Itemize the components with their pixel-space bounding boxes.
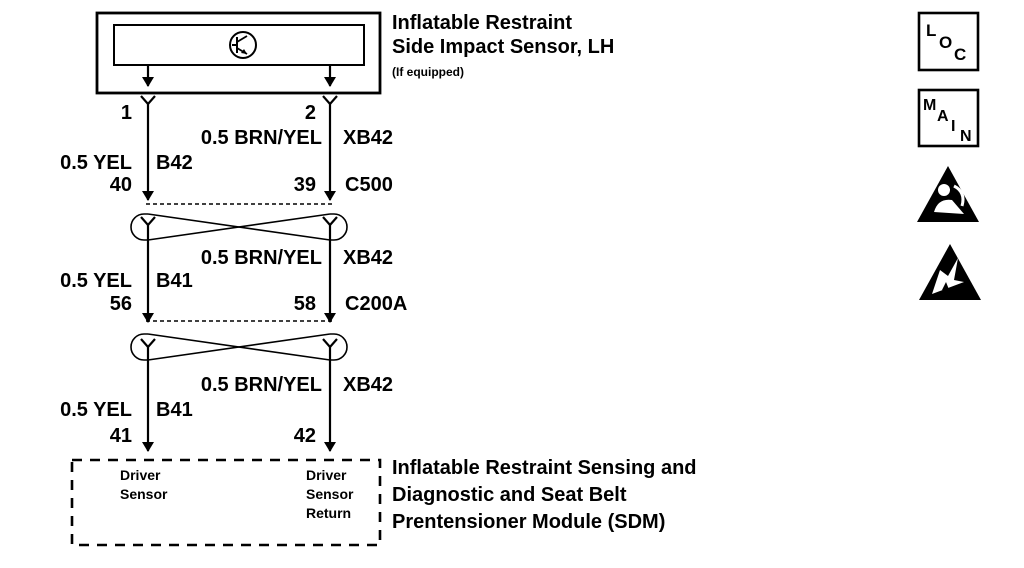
module-name-line2: Diagnostic and Seat Belt <box>392 484 627 506</box>
connector-id: C500 <box>345 174 393 196</box>
sensor-name-line1: Inflatable Restraint <box>392 12 572 34</box>
sensor-pin-right: 2 <box>305 102 316 124</box>
esd-warning-icon[interactable] <box>919 244 981 300</box>
side-impact-sensor: Inflatable Restraint Side Impact Sensor,… <box>95 11 614 95</box>
connector-pin-left: 56 <box>110 293 132 315</box>
connector-pin-right: 39 <box>294 174 316 196</box>
twisted-pair-2 <box>130 320 348 361</box>
left-wire-color: 0.5 YEL <box>60 152 132 174</box>
locator-letter: O <box>939 33 952 52</box>
right-wire-color: 0.5 BRN/YEL <box>201 247 322 269</box>
twisted-pair-1 <box>130 203 348 241</box>
main-letter: N <box>960 128 972 145</box>
connector-pin-left: 40 <box>110 174 132 196</box>
locator-letter: L <box>926 21 936 40</box>
module-name-line3: Prentensioner Module (SDM) <box>392 511 665 533</box>
sdm-module: Driver Sensor Driver Sensor Return Infla… <box>70 457 697 547</box>
left-wire-color: 0.5 YEL <box>60 270 132 292</box>
module-name-line1: Inflatable Restraint Sensing and <box>392 457 697 479</box>
connector-pin-right: 58 <box>294 293 316 315</box>
left-circuit: B42 <box>156 152 193 174</box>
left-circuit: B41 <box>156 399 193 421</box>
main-letter: I <box>951 118 955 135</box>
right-circuit: XB42 <box>343 247 393 269</box>
locator-icon[interactable]: L O C <box>917 11 980 72</box>
wire-left <box>140 95 156 452</box>
main-letter: A <box>937 108 949 125</box>
sensor-name-line2: Side Impact Sensor, LH <box>392 36 614 58</box>
left-circuit: B41 <box>156 270 193 292</box>
main-icon[interactable]: M A I N <box>917 88 980 148</box>
right-wire-color: 0.5 BRN/YEL <box>201 374 322 396</box>
sensor-note: (If equipped) <box>392 65 464 79</box>
main-letter: M <box>923 97 936 114</box>
sensor-symbol-icon <box>229 31 257 59</box>
sensor-pin-left: 1 <box>121 102 132 124</box>
driver-sensor-return-label-line3: Return <box>306 505 351 521</box>
module-pin-right: 42 <box>294 425 316 447</box>
segment-2-labels: 0.5 BRN/YEL XB42 0.5 YEL B41 56 58 C200A <box>60 247 407 315</box>
right-circuit: XB42 <box>343 127 393 149</box>
driver-sensor-label-line1: Driver <box>120 467 161 483</box>
driver-sensor-return-label-line1: Driver <box>306 467 347 483</box>
module-pin-left: 41 <box>110 425 132 447</box>
left-wire-color: 0.5 YEL <box>60 399 132 421</box>
locator-letter: C <box>954 45 966 64</box>
driver-sensor-label-line2: Sensor <box>120 486 168 502</box>
connector-id: C200A <box>345 293 407 315</box>
driver-sensor-return-label-line2: Sensor <box>306 486 354 502</box>
segment-1-labels: 1 2 0.5 BRN/YEL XB42 0.5 YEL B42 40 39 C… <box>60 102 393 196</box>
segment-3-labels: 0.5 BRN/YEL XB42 0.5 YEL B41 41 42 <box>60 374 393 447</box>
right-circuit: XB42 <box>343 374 393 396</box>
right-wire-color: 0.5 BRN/YEL <box>201 127 322 149</box>
wire-right <box>322 95 338 452</box>
airbag-warning-icon[interactable] <box>917 166 979 222</box>
